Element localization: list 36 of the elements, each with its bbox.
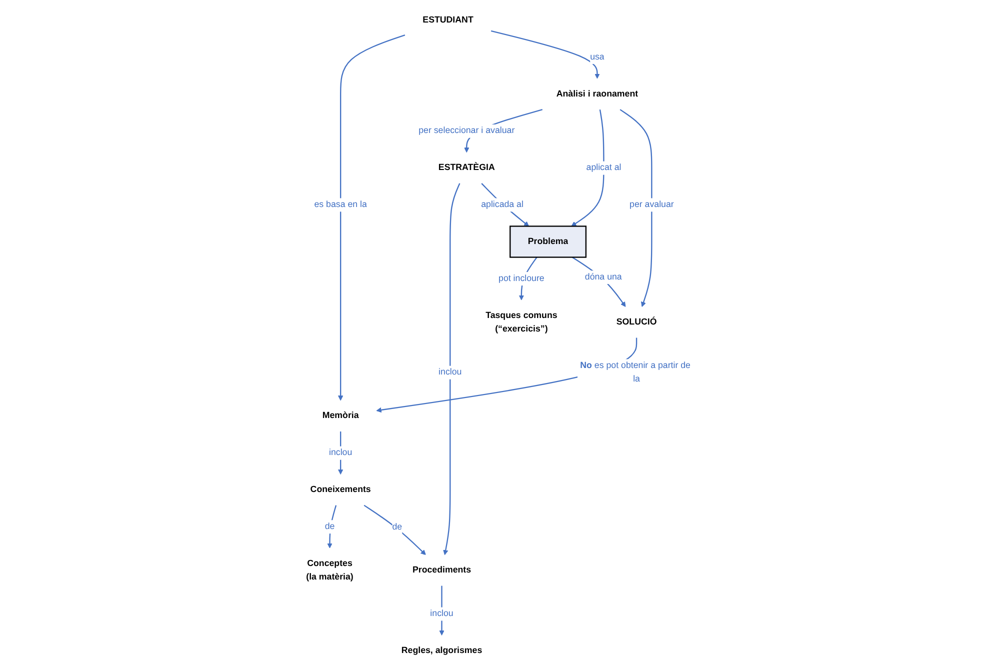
node-text: Regles, algorismes [401, 645, 482, 656]
edge-label: inclou [438, 366, 462, 377]
node-box: Problema [510, 226, 587, 258]
arrow [571, 109, 604, 226]
arrow [443, 183, 460, 556]
arrow [481, 183, 530, 226]
arrow [338, 34, 406, 401]
edge-label: aplicada al [481, 199, 524, 210]
arrow [572, 256, 626, 307]
node-text: Anàlisi i raonament [556, 88, 638, 99]
edge-label: per seleccionar i avaluar [418, 126, 515, 136]
node-text: Coneixements [310, 484, 371, 494]
edge-label: usa [590, 52, 604, 62]
node-text: Memòria [322, 410, 359, 421]
arrow [620, 109, 652, 307]
edge-label: pot incloure [498, 273, 544, 284]
arrow [376, 338, 638, 413]
arrow [490, 30, 600, 79]
edge-label: dóna una [584, 272, 622, 282]
node-text: Tasques comuns (“exercicis”) [486, 310, 558, 334]
edge-label: No es pot obtenir a partir de la [580, 360, 690, 384]
arrow [439, 586, 444, 636]
edge-label: per avaluar [630, 199, 674, 210]
edge-label: es basa en la [314, 199, 367, 210]
edge-label: aplicat al [586, 162, 622, 172]
node-text: Conceptes (la matèria) [306, 558, 354, 582]
edge-label: inclou [430, 608, 454, 618]
node-text: ESTRATÈGIA [438, 162, 495, 172]
arrow [327, 505, 337, 548]
arrow [364, 504, 426, 556]
edge-label: de [324, 521, 335, 532]
node-text: ESTUDIANT [422, 14, 474, 25]
edge-label: inclou [329, 447, 352, 458]
node-text: Procediments [412, 564, 472, 575]
node-text: SOLUCIÓ [616, 316, 657, 327]
edge-label: de [392, 522, 402, 532]
